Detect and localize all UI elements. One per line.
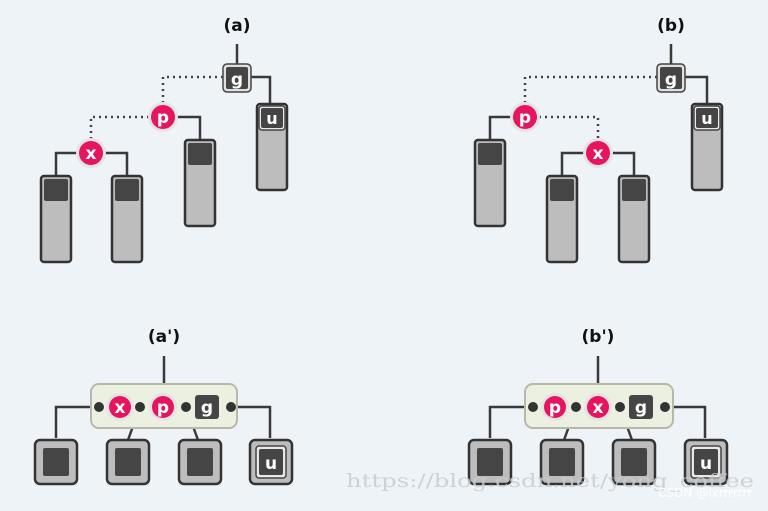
node-g: g bbox=[222, 63, 252, 93]
node-g-label: g bbox=[201, 398, 213, 418]
panel-b-prime: (b') p x g bbox=[467, 327, 729, 486]
label-a: (a) bbox=[223, 16, 250, 36]
label-a-prime: (a') bbox=[148, 327, 180, 347]
leaf-subtree-3 bbox=[177, 438, 223, 486]
node-x: x bbox=[106, 393, 134, 421]
node-p-label: p bbox=[157, 108, 169, 128]
watermark-url: https://blog.csdn.net/yong_coffee bbox=[346, 470, 754, 492]
node-x-label: x bbox=[593, 144, 604, 164]
dotted-edge-g-p bbox=[523, 75, 657, 104]
edge-merged-child-1 bbox=[54, 405, 99, 438]
merged-port-4 bbox=[226, 402, 236, 412]
merged-port-1 bbox=[528, 402, 538, 412]
leaf-subtree-u: u bbox=[248, 438, 294, 486]
node-x: x bbox=[584, 393, 612, 421]
panel-b: (b) u g bbox=[473, 16, 724, 264]
edge-x-right bbox=[105, 151, 129, 176]
node-g-label: g bbox=[635, 398, 647, 418]
subtree-x-left bbox=[545, 174, 579, 264]
subtree-p-right bbox=[183, 138, 217, 228]
node-p-label: p bbox=[549, 398, 561, 418]
edge-merged-child-4 bbox=[665, 405, 707, 438]
watermark-credit: CSDN @lxrrrrrrr bbox=[658, 486, 752, 500]
edge-x-left bbox=[54, 151, 77, 176]
edge-p-subtree bbox=[488, 115, 511, 140]
leaf-subtree-1 bbox=[33, 438, 79, 486]
node-g: g bbox=[629, 395, 653, 419]
subtree-x-left bbox=[39, 174, 73, 264]
merged-port-2 bbox=[571, 402, 581, 412]
subtree-u: u bbox=[690, 102, 724, 192]
merged-port-4 bbox=[660, 402, 670, 412]
leaf-subtree-2 bbox=[539, 438, 585, 486]
dotted-edge-p-x bbox=[89, 115, 149, 140]
node-g-label: g bbox=[231, 70, 243, 90]
node-u-label: u bbox=[266, 109, 277, 128]
label-b: (b) bbox=[657, 16, 685, 36]
node-g: g bbox=[195, 395, 219, 419]
edge-x-left bbox=[560, 151, 584, 176]
node-x-label: x bbox=[593, 398, 604, 418]
edge-g-u bbox=[251, 75, 272, 104]
node-x: x bbox=[583, 138, 613, 168]
panel-a-prime: (a') x p g bbox=[33, 327, 294, 486]
node-u-label: u bbox=[701, 109, 712, 128]
merged-port-3 bbox=[181, 402, 191, 412]
leaf-subtree-1 bbox=[467, 438, 513, 486]
subtree-u: u bbox=[255, 102, 289, 192]
edge-g-u bbox=[685, 75, 709, 104]
node-u-label: u bbox=[700, 454, 712, 474]
leaf-subtree-3 bbox=[611, 438, 657, 486]
node-p: p bbox=[541, 393, 569, 421]
node-x-label: x bbox=[86, 144, 97, 164]
dotted-edge-p-x bbox=[539, 115, 600, 140]
edge-merged-child-1 bbox=[488, 405, 533, 438]
label-b-prime: (b') bbox=[582, 327, 615, 347]
node-u-label: u bbox=[265, 454, 277, 474]
node-p: p bbox=[149, 393, 177, 421]
node-g: g bbox=[656, 63, 686, 93]
dotted-edge-g-p bbox=[161, 75, 223, 104]
node-p-label: p bbox=[157, 398, 169, 418]
merged-port-2 bbox=[135, 402, 145, 412]
node-p: p bbox=[510, 102, 540, 132]
edge-merged-child-4 bbox=[231, 405, 272, 438]
leaf-subtree-u: u bbox=[683, 438, 729, 486]
subtree-x-right bbox=[110, 174, 144, 264]
node-g-label: g bbox=[665, 70, 677, 90]
node-x: x bbox=[76, 138, 106, 168]
merged-port-1 bbox=[94, 402, 104, 412]
leaf-subtree-2 bbox=[105, 438, 151, 486]
node-x-label: x bbox=[115, 398, 126, 418]
subtree-p-left bbox=[473, 138, 507, 228]
merged-port-3 bbox=[615, 402, 625, 412]
node-p: p bbox=[148, 102, 178, 132]
subtree-x-right bbox=[617, 174, 651, 264]
edge-x-right bbox=[612, 151, 636, 176]
panel-a: (a) u g bbox=[39, 16, 289, 264]
node-p-label: p bbox=[519, 108, 531, 128]
edge-p-subtree bbox=[177, 115, 202, 140]
